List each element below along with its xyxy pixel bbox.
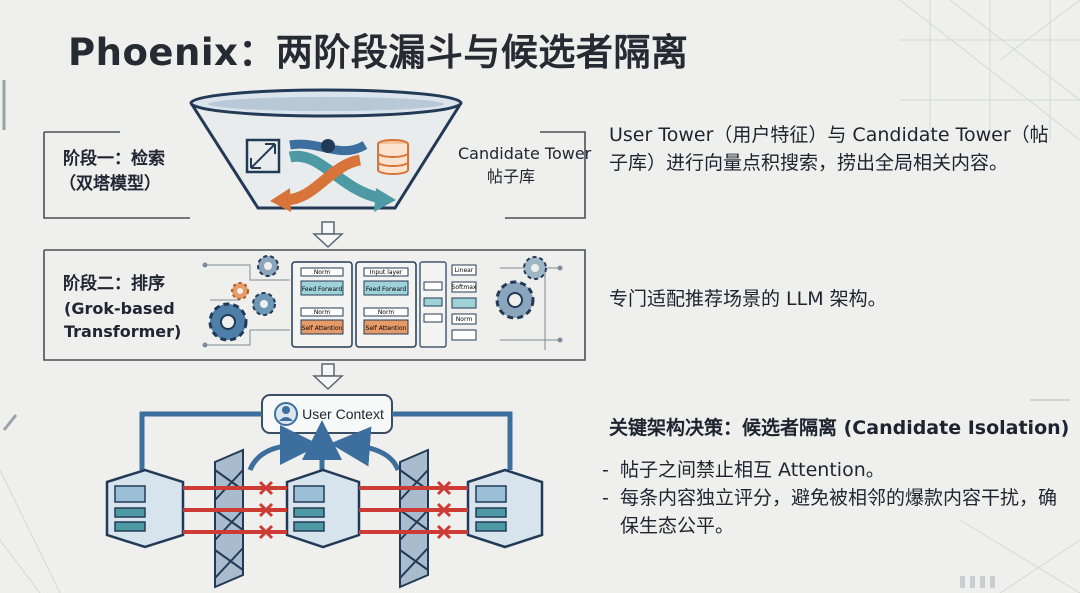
isolation-wall-right bbox=[399, 448, 429, 589]
stage1-label-line2: （双塔模型） bbox=[59, 174, 161, 194]
blocked-attention-links bbox=[183, 486, 468, 534]
candidate-server-left bbox=[105, 468, 185, 549]
block-label: Norm bbox=[314, 269, 331, 276]
stage2-label-line3: Transformer) bbox=[64, 322, 182, 341]
transformer-encoder-block: Norm Feed Forward Norm Self Attention bbox=[291, 261, 353, 348]
gear-icon-orange bbox=[231, 282, 249, 300]
stage1-label-line1: 阶段一：检索 bbox=[63, 149, 165, 169]
candidate-tower-label: Candidate Tower bbox=[458, 144, 592, 163]
block-label: Linear bbox=[455, 267, 474, 274]
stage2-label-line2: (Grok-based bbox=[64, 299, 175, 318]
post-library-label: 帖子库 bbox=[487, 167, 536, 186]
candidate-server-center bbox=[285, 468, 361, 549]
down-arrow-1 bbox=[312, 221, 344, 249]
stage1-frame bbox=[43, 131, 586, 219]
isolation-heading: 关键架构决策：候选者隔离 (Candidate Isolation) bbox=[609, 417, 1070, 439]
block-label: Feed Forward bbox=[302, 286, 343, 293]
stage2-description: 专门适配推荐场景的 LLM 架构。 bbox=[609, 288, 887, 310]
database-icon bbox=[377, 139, 409, 175]
stage2-frame bbox=[43, 249, 586, 361]
block-label: Self Attention bbox=[366, 325, 407, 332]
isolation-wall-left bbox=[214, 448, 244, 589]
block-label: Norm bbox=[314, 309, 331, 316]
vector-search-arrows bbox=[270, 139, 396, 212]
user-context-label: User Context bbox=[302, 406, 384, 422]
block-label: Norm bbox=[456, 316, 473, 323]
output-stack: Linear Softmax Norm bbox=[419, 261, 477, 348]
gear-icon-small bbox=[257, 255, 279, 277]
down-arrow-2 bbox=[312, 363, 344, 391]
block-label: Self Attention bbox=[302, 325, 343, 332]
stage1-description: User Tower（用户特征）与 Candidate Tower（帖子库）进行… bbox=[609, 124, 1049, 174]
block-label: Input layer bbox=[370, 269, 403, 276]
page-title: Phoenix：两阶段漏斗与候选者隔离 bbox=[68, 31, 689, 74]
stage2-label-line1: 阶段二：排序 bbox=[63, 274, 165, 294]
gear-icon-right bbox=[495, 280, 535, 320]
context-links bbox=[139, 411, 513, 472]
retrieval-funnel bbox=[189, 88, 463, 210]
gear-icon-large bbox=[208, 302, 248, 342]
blocked-x-icons bbox=[258, 480, 452, 540]
gear-icon-mid bbox=[252, 292, 276, 316]
user-context-node: User Context bbox=[261, 394, 393, 434]
transformer-decoder-block: Input layer Feed Forward Norm Self Atten… bbox=[355, 261, 417, 348]
gear-icon-right-small bbox=[523, 256, 547, 280]
bullet-item: 帖子之间禁止相互 Attention。 bbox=[602, 456, 1072, 484]
block-label: Feed Forward bbox=[366, 286, 407, 293]
block-label: Norm bbox=[378, 309, 395, 316]
user-tower-icon bbox=[245, 138, 281, 174]
block-label: Softmax bbox=[452, 284, 477, 291]
candidate-server-right bbox=[466, 468, 544, 549]
bullet-item: 每条内容独立评分，避免被相邻的爆款内容干扰，确保生态公平。 bbox=[602, 484, 1072, 540]
isolation-bullets: 帖子之间禁止相互 Attention。 每条内容独立评分，避免被相邻的爆款内容干… bbox=[602, 456, 1072, 540]
